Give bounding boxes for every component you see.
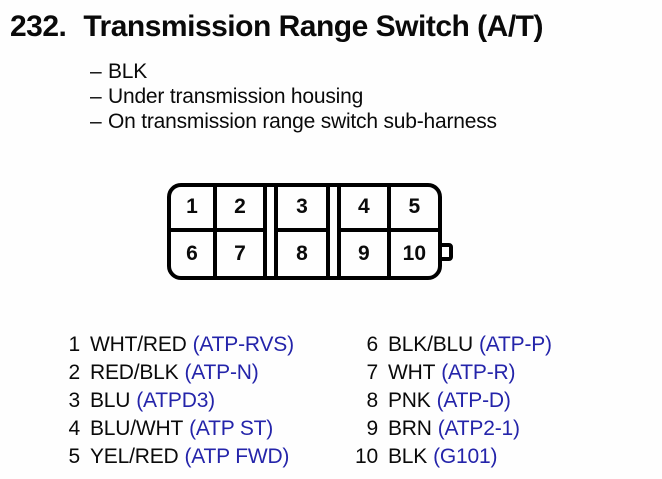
note-dash: – <box>90 60 102 83</box>
wire-color: RED/BLK <box>90 361 179 384</box>
pin-cell-6: 6 <box>171 231 217 276</box>
pin-cell-9: 9 <box>341 231 391 276</box>
pin-row: 2 RED/BLK (ATP-N) <box>40 359 294 387</box>
pin-number: 4 <box>68 417 81 440</box>
pin-group-left: 1 2 6 7 <box>171 187 267 276</box>
pin-row: 8 PNK (ATP-D) <box>310 387 552 415</box>
connector-key-channel <box>267 187 274 276</box>
pin-legend-left: 1 WHT/RED (ATP-RVS) 2 RED/BLK (ATP-N) 3 … <box>40 331 295 471</box>
pin-group-right: 4 5 9 10 <box>337 187 438 276</box>
pin-cell-7: 7 <box>234 241 246 265</box>
pin-number: 8 <box>366 389 379 412</box>
pin-row: 1 WHT/RED (ATP-RVS) <box>40 331 295 359</box>
wire-color: BRN <box>388 417 432 440</box>
pin-number: 3 <box>68 389 81 412</box>
pin-row: 6 BLK/BLU (ATP-P) <box>310 331 553 359</box>
wire-color: YEL/RED <box>90 445 179 468</box>
signal-name: (ATP ST) <box>189 417 274 440</box>
pin-group-middle: 3 8 <box>274 187 330 276</box>
connector-key-channel <box>330 187 337 276</box>
pin-row: 5 YEL/RED (ATP FWD) <box>40 443 294 471</box>
pin-number: 6 <box>366 333 379 356</box>
pin-row: 9 BRN (ATP2-1) <box>310 415 552 443</box>
pin-row: 4 BLU/WHT (ATP ST) <box>40 415 294 443</box>
note-line: – BLK <box>90 59 497 84</box>
signal-name: (ATP-R) <box>441 361 516 384</box>
pin-cell-3: 3 <box>278 187 326 232</box>
pin-row: 3 BLU (ATPD3) <box>40 387 294 415</box>
signal-name: (ATP FWD) <box>184 445 290 468</box>
wire-color: BLK <box>388 445 428 468</box>
wire-color: PNK <box>388 389 431 412</box>
pin-number: 10 <box>355 445 378 468</box>
signal-name: (ATPD3) <box>136 389 215 412</box>
signal-name: (ATP-P) <box>478 333 552 356</box>
note-text: On transmission range switch sub-harness <box>108 110 497 133</box>
pin-legend-right: 6 BLK/BLU (ATP-P) 7 WHT (ATP-R) 8 PNK (A… <box>310 331 552 471</box>
pin-cell-8: 8 <box>296 241 308 265</box>
pin-cell-1: 1 <box>171 187 217 232</box>
section-number: 232. <box>10 10 67 43</box>
wire-color: BLU/WHT <box>90 417 184 440</box>
section-title: Transmission Range Switch (A/T) <box>83 10 543 43</box>
wire-color: WHT <box>388 361 436 384</box>
signal-name: (ATP-N) <box>184 361 259 384</box>
page-title: 232. Transmission Range Switch (A/T) <box>10 10 655 44</box>
pin-number: 7 <box>366 361 379 384</box>
pin-number: 2 <box>68 361 81 384</box>
pin-cell-10: 10 <box>402 241 427 265</box>
note-dash: – <box>90 110 102 133</box>
signal-name: (ATP-D) <box>436 389 511 412</box>
connector-body: 1 2 6 7 3 8 4 5 9 10 <box>167 183 442 280</box>
pin-number: 1 <box>68 333 81 356</box>
pin-row: 7 WHT (ATP-R) <box>310 359 552 387</box>
pin-row: 10 BLK (G101) <box>310 443 552 471</box>
wire-color: WHT/RED <box>90 333 187 356</box>
connector-diagram: 1 2 6 7 3 8 4 5 9 10 <box>167 183 467 283</box>
wire-color: BLU <box>90 389 131 412</box>
notes-list: – BLK – Under transmission housing – On … <box>90 59 497 134</box>
note-line: – Under transmission housing <box>90 84 497 109</box>
note-text: Under transmission housing <box>108 85 364 108</box>
note-dash: – <box>90 85 102 108</box>
pin-cell-4: 4 <box>341 187 391 232</box>
signal-name: (G101) <box>433 445 498 468</box>
signal-name: (ATP-RVS) <box>192 333 294 356</box>
signal-name: (ATP2-1) <box>437 417 520 440</box>
pin-number: 9 <box>366 417 379 440</box>
wire-color: BLK/BLU <box>388 333 473 356</box>
pin-cell-2: 2 <box>217 187 263 232</box>
note-text: BLK <box>108 60 148 83</box>
note-line: – On transmission range switch sub-harne… <box>90 109 497 134</box>
pin-cell-5: 5 <box>390 187 438 232</box>
pin-number: 5 <box>68 445 81 468</box>
